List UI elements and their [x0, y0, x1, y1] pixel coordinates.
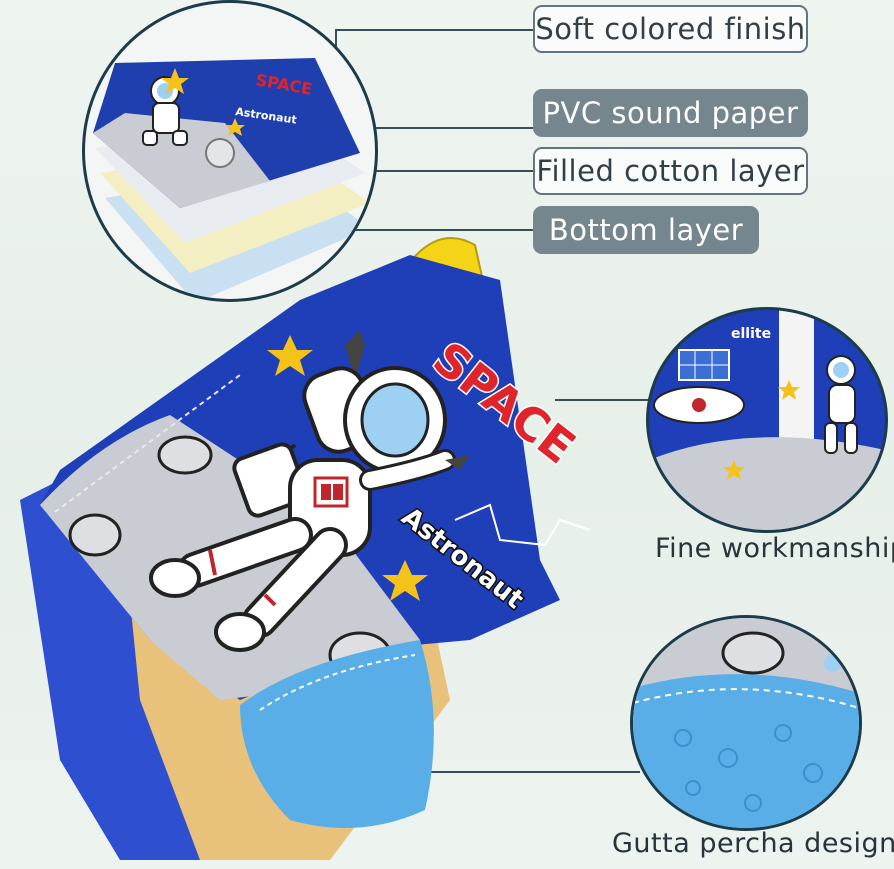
crater	[721, 631, 785, 675]
teether	[240, 640, 434, 828]
astronaut-illustration	[149, 330, 470, 652]
star-icon	[267, 335, 313, 376]
rocket-illustration	[653, 386, 745, 424]
stitching	[54, 374, 241, 513]
caption-gutta-percha-design: Gutta percha design	[612, 828, 894, 859]
constellation-lines	[454, 503, 591, 547]
teether	[633, 674, 859, 828]
crater	[205, 138, 235, 168]
workmanship-tag-text: ellite	[731, 326, 771, 342]
layer-label-bottom-layer: Bottom layer	[533, 206, 759, 254]
star-icon	[778, 380, 800, 400]
workmanship-zoom-circle: ellite	[646, 307, 888, 533]
teether-zoom-circle	[630, 615, 862, 831]
star-icon	[382, 560, 428, 601]
star-icon	[225, 118, 245, 136]
layer-label-filled-cotton-layer: Filled cotton layer	[533, 147, 808, 195]
layer-label-pvc-sound-paper: PVC sound paper	[533, 89, 808, 137]
teether-stitch	[633, 688, 859, 709]
teether-texture	[674, 724, 823, 812]
caption-fine-workmanship: Fine workmanship	[655, 533, 894, 564]
astronaut-illustration	[824, 355, 858, 454]
teether-stitch	[259, 654, 416, 711]
moon-surface	[649, 437, 885, 530]
star-icon	[161, 68, 189, 94]
crater	[68, 513, 122, 557]
crater	[157, 435, 213, 475]
satellite-illustration	[678, 349, 730, 381]
layer-zoom-circle: SPACE Astronaut	[82, 0, 378, 302]
moon-surface	[93, 113, 270, 208]
layer-label-soft-colored-finish: Soft colored finish	[533, 5, 808, 53]
star-icon	[723, 460, 745, 480]
